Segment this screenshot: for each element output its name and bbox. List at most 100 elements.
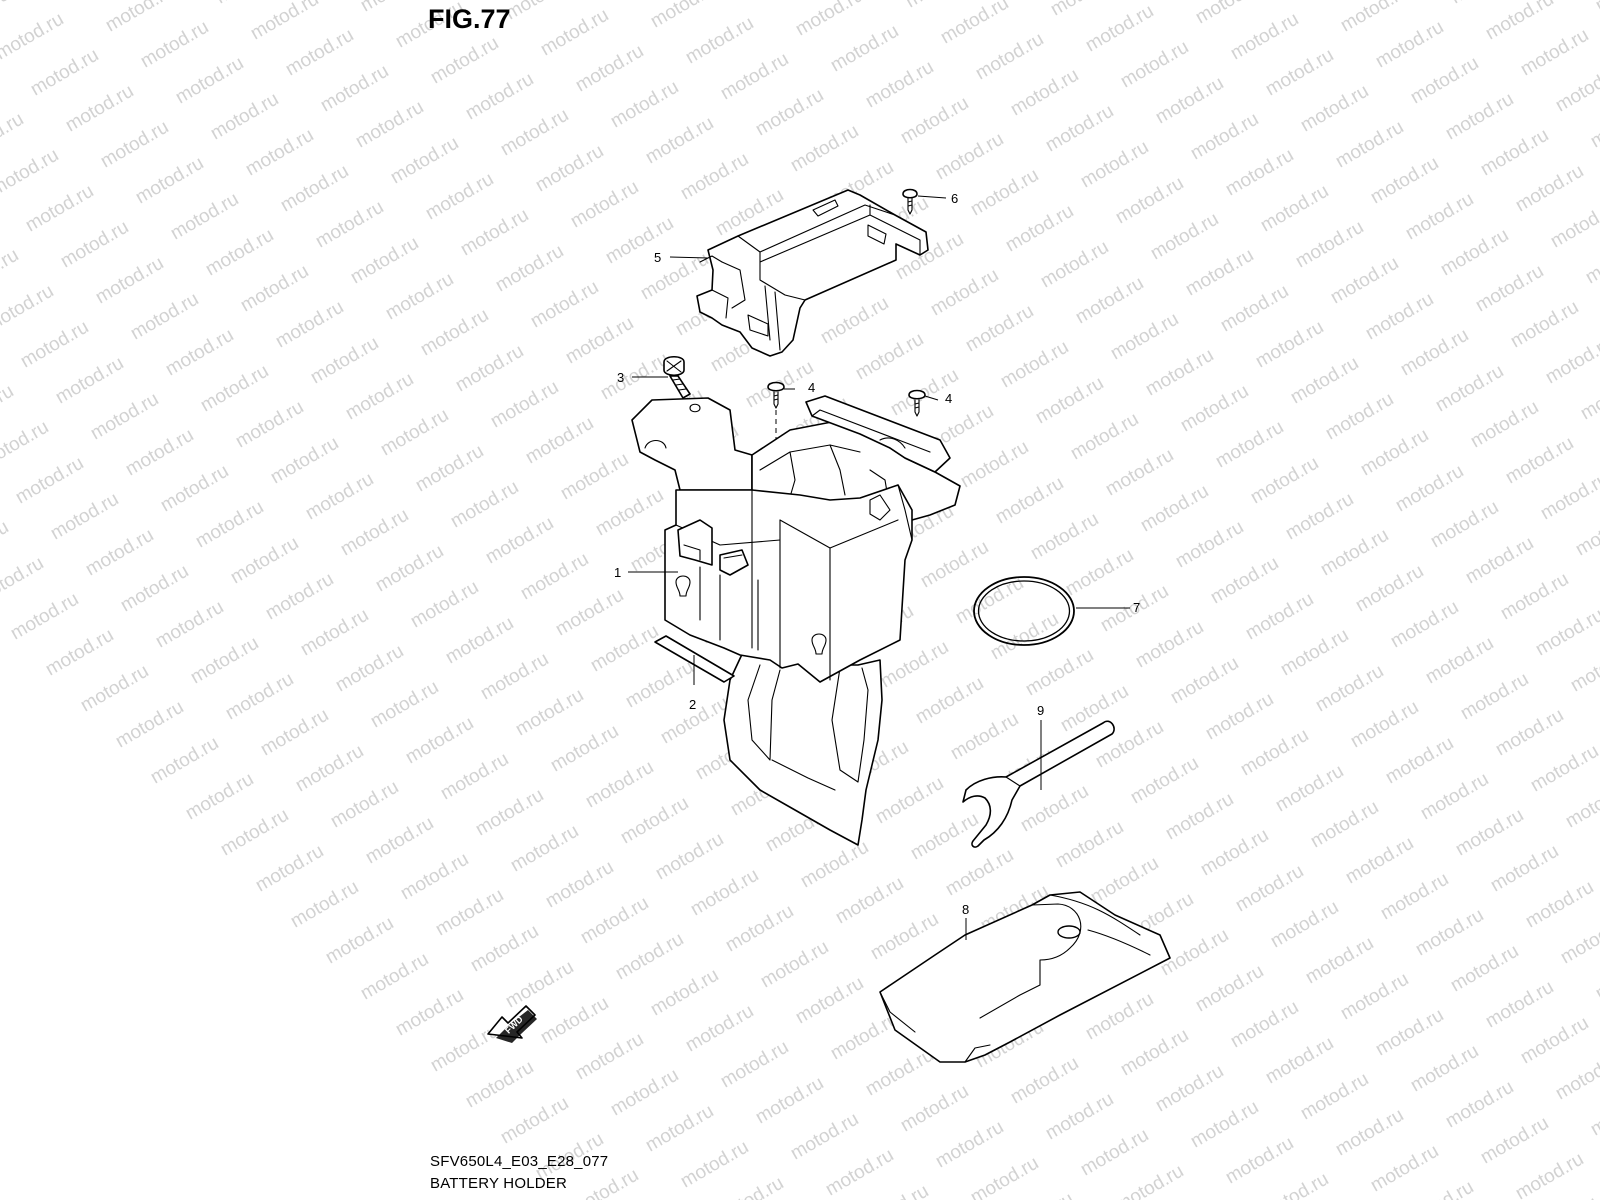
watermark-text: motod.ru [207,89,282,145]
watermark-text: motod.ru [962,301,1037,357]
watermark-text: motod.ru [1367,153,1442,209]
watermark-text: motod.ru [1287,353,1362,409]
watermark-text: motod.ru [27,45,102,101]
watermark-text: motod.ru [647,0,722,32]
watermark-text: motod.ru [597,349,672,405]
watermark-text: motod.ru [0,553,47,609]
watermark-text: motod.ru [902,0,977,12]
watermark-text: motod.ru [1422,633,1497,689]
callout-6: 6 [951,191,958,206]
watermark-text: motod.ru [1272,761,1347,817]
o-ring [973,576,1075,646]
watermark-text: motod.ru [1367,1141,1442,1197]
watermark-text: motod.ru [1132,617,1207,673]
watermark-text: motod.ru [567,177,642,233]
watermark-text: motod.ru [447,477,522,533]
watermark-text: motod.ru [1557,913,1600,969]
watermark-text: motod.ru [172,53,247,109]
watermark-text: motod.ru [487,377,562,433]
watermark-text: motod.ru [402,713,477,769]
watermark-text: motod.ru [0,245,22,301]
watermark-text: motod.ru [527,277,602,333]
watermark-text: motod.ru [462,69,537,125]
watermark-text: motod.ru [1407,1041,1482,1097]
watermark-text: motod.ru [497,105,572,161]
watermark-text: motod.ru [612,929,687,985]
watermark-text: motod.ru [607,1065,682,1121]
bolt [663,355,691,399]
watermark-text: motod.ru [1227,997,1302,1053]
watermark-text: motod.ru [537,5,612,61]
watermark-text: motod.ru [42,625,117,681]
watermark-text: motod.ru [352,97,427,153]
watermark-text: motod.ru [312,197,387,253]
watermark-text: motod.ru [1582,233,1600,289]
watermark-text: motod.ru [1492,705,1567,761]
watermark-text: motod.ru [957,437,1032,493]
watermark-text: motod.ru [817,293,892,349]
watermark-text: motod.ru [1452,805,1527,861]
watermark-text: motod.ru [417,305,492,361]
watermark-text: motod.ru [152,597,227,653]
watermark-text: motod.ru [1222,1133,1297,1189]
watermark-text: motod.ru [1172,517,1247,573]
watermark-text: motod.ru [757,0,832,4]
watermark-text: motod.ru [7,589,82,645]
watermark-text: motod.ru [967,165,1042,221]
watermark-text: motod.ru [347,233,422,289]
watermark-text: motod.ru [477,649,552,705]
watermark-text: motod.ru [1137,481,1212,537]
watermark-text: motod.ru [1072,273,1147,329]
watermark-text: motod.ru [1407,53,1482,109]
watermark-text: motod.ru [1382,733,1457,789]
watermark-text: motod.ru [642,113,717,169]
watermark-text: motod.ru [242,125,317,181]
spanner [962,720,1115,848]
watermark-text: motod.ru [512,685,587,741]
watermark-text: motod.ru [687,865,762,921]
watermark-text: motod.ru [912,673,987,729]
watermark-text: motod.ru [852,329,927,385]
watermark-text: motod.ru [387,133,462,189]
watermark-text: motod.ru [1062,545,1137,601]
watermark-text: motod.ru [1107,309,1182,365]
watermark-text: motod.ru [1552,61,1600,117]
watermark-text: motod.ru [137,17,212,73]
callout-4-left: 4 [808,380,815,395]
callout-8: 8 [962,902,969,917]
watermark-text: motod.ru [1432,361,1507,417]
watermark-text: motod.ru [577,893,652,949]
watermark-text: motod.ru [942,845,1017,901]
watermark-text: motod.ru [1547,1185,1600,1200]
watermark-text: motod.ru [1022,645,1097,701]
watermark-text: motod.ru [1402,1177,1477,1200]
watermark-text: motod.ru [1317,525,1392,581]
watermark-text: motod.ru [1252,317,1327,373]
watermark-text: motod.ru [862,57,937,113]
watermark-text: motod.ru [1462,533,1537,589]
watermark-text: motod.ru [0,109,27,165]
watermark-text: motod.ru [1152,1061,1227,1117]
watermark-text: motod.ru [1547,197,1600,253]
watermark-text: motod.ru [0,281,57,337]
watermark-text: motod.ru [1147,209,1222,265]
watermark-text: motod.ru [87,389,162,445]
watermark-text: motod.ru [1447,0,1522,8]
watermark-text: motod.ru [227,533,302,589]
watermark-text: motod.ru [422,169,497,225]
watermark-text: motod.ru [592,485,667,541]
watermark-text: motod.ru [542,857,617,913]
watermark-text: motod.ru [867,909,942,965]
watermark-text: motod.ru [147,733,222,789]
watermark-text: motod.ru [1512,161,1587,217]
watermark-text: motod.ru [897,93,972,149]
watermark-text: motod.ru [122,425,197,481]
watermark-text: motod.ru [1377,869,1452,925]
callout-2: 2 [689,697,696,712]
watermark-text: motod.ru [462,1057,537,1113]
watermark-text: motod.ru [127,289,202,345]
watermark-text: motod.ru [1087,853,1162,909]
watermark-text: motod.ru [432,885,507,941]
watermark-text: motod.ru [1372,1005,1447,1061]
